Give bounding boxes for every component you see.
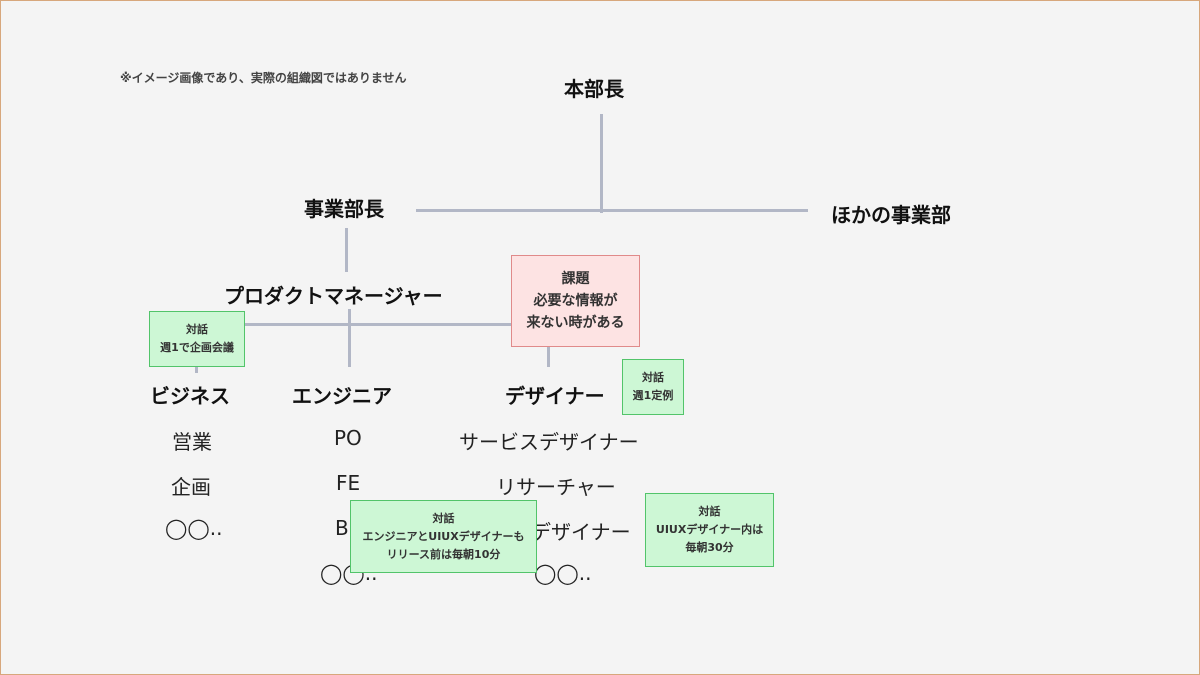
callout-line: リリース前は毎朝10分 [386, 547, 501, 561]
connector-division-horizontal [416, 209, 808, 212]
engineer-item: PO [334, 426, 362, 450]
issue-callout: 課題 必要な情報が 来ない時がある [511, 255, 640, 347]
designer-item: ◯◯.. [534, 561, 592, 585]
callout-line: 対話 [186, 323, 208, 336]
role-engineer: エンジニア [292, 384, 392, 408]
dialogue-callout-uiux: 対話 UIUXデザイナー内は 毎朝30分 [645, 493, 774, 567]
callout-line: 週1定例 [632, 389, 674, 402]
node-other-division: ほかの事業部 [831, 203, 951, 227]
connector-pm-horizontal [196, 323, 514, 326]
engineer-item: B [335, 516, 349, 540]
designer-item: サービスデザイナー [459, 430, 639, 454]
connector-designer-down [547, 346, 550, 367]
designer-item: デザイナー [531, 520, 631, 544]
callout-line: 対話 [642, 371, 664, 384]
role-business: ビジネス [150, 384, 230, 408]
connector-jigyobucho-down [345, 228, 348, 272]
callout-line: 毎朝30分 [685, 541, 734, 554]
issue-callout-line: 必要な情報が [533, 293, 618, 309]
callout-line: 対話 [698, 505, 721, 518]
dialogue-callout-designer: 対話 週1定例 [622, 359, 684, 415]
node-jigyobucho: 事業部長 [304, 197, 384, 221]
connector-honbucho-down [600, 114, 603, 213]
dialogue-callout-business: 対話 週1で企画会議 [149, 311, 245, 367]
engineer-item: FE [336, 471, 361, 495]
business-item: ◯◯.. [165, 516, 223, 540]
node-product-manager: プロダクトマネージャー [224, 284, 443, 308]
callout-line: 対話 [432, 511, 455, 525]
dialogue-callout-engineer-uiux: 対話 エンジニアとUIUXデザイナーも リリース前は毎朝10分 [350, 500, 537, 573]
role-designer: デザイナー [505, 384, 605, 408]
business-item: 企画 [171, 475, 211, 499]
issue-callout-line: 来ない時がある [526, 315, 625, 331]
callout-line: UIUXデザイナー内は [655, 523, 764, 536]
business-item: 営業 [172, 430, 212, 454]
node-honbucho: 本部長 [564, 77, 624, 101]
designer-item: リサーチャー [496, 475, 616, 499]
disclaimer-note: ※イメージ画像であり、実際の組織図ではありません [120, 71, 407, 85]
issue-callout-line: 課題 [561, 271, 590, 287]
callout-line: エンジニアとUIUXデザイナーも [362, 529, 525, 543]
connector-pm-down [348, 309, 351, 367]
callout-line: 週1で企画会議 [160, 341, 234, 354]
